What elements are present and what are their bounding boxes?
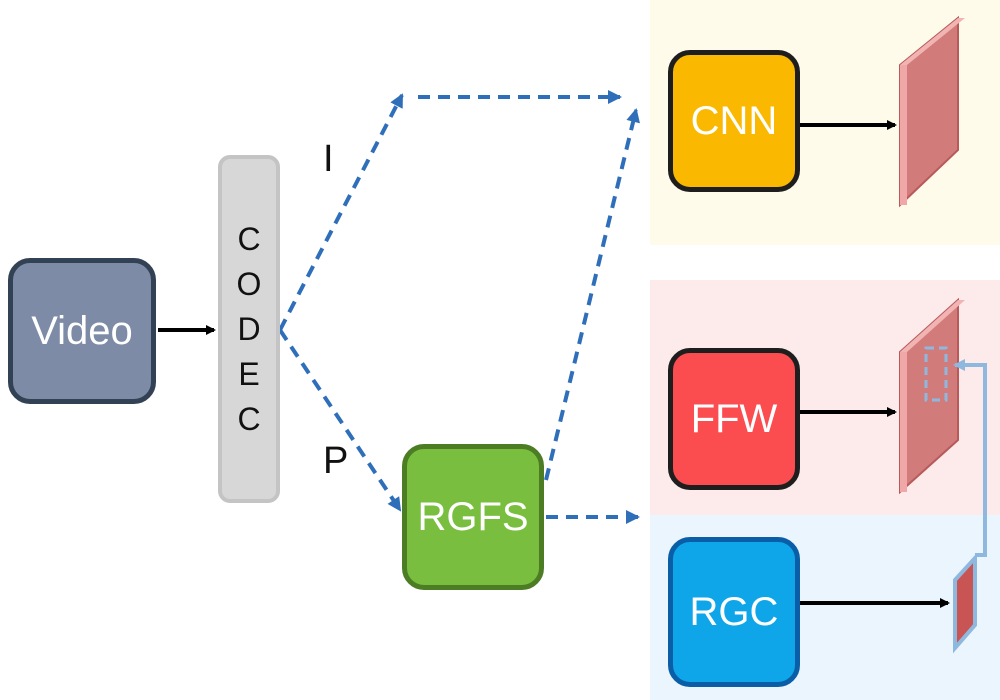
ffw-label: FFW <box>690 396 778 441</box>
ffw-feature-map <box>899 297 965 495</box>
cnn-feature-map <box>899 15 965 208</box>
dashed-arrow-rgfs-to-cnn <box>544 108 640 481</box>
codec-letter: D <box>237 310 261 347</box>
video-label: Video <box>31 308 133 353</box>
rgc-small-feature-map <box>953 552 977 654</box>
rgfs-node: RGFS <box>402 444 544 590</box>
cnn-node: CNN <box>668 50 800 192</box>
edge-label-p: P <box>323 440 349 482</box>
codec-node: C O D E C <box>218 155 280 503</box>
video-node: Video <box>8 258 156 404</box>
ffw-node: FFW <box>668 348 800 490</box>
edge-label-i: I <box>323 138 334 180</box>
rgfs-label: RGFS <box>417 494 529 539</box>
dashed-arrow-codec-p-to-rgfs <box>278 328 402 512</box>
cnn-label: CNN <box>690 98 778 143</box>
dashed-arrow-codec-i-up <box>278 93 404 331</box>
codec-letter: E <box>238 355 260 392</box>
codec-letter: C <box>237 220 261 257</box>
arrow-small-feature-to-ffw-region <box>953 359 987 557</box>
codec-letter: C <box>237 400 261 437</box>
codec-letter: O <box>236 265 262 302</box>
rgc-label: RGC <box>689 589 779 634</box>
rgc-node: RGC <box>668 537 800 687</box>
